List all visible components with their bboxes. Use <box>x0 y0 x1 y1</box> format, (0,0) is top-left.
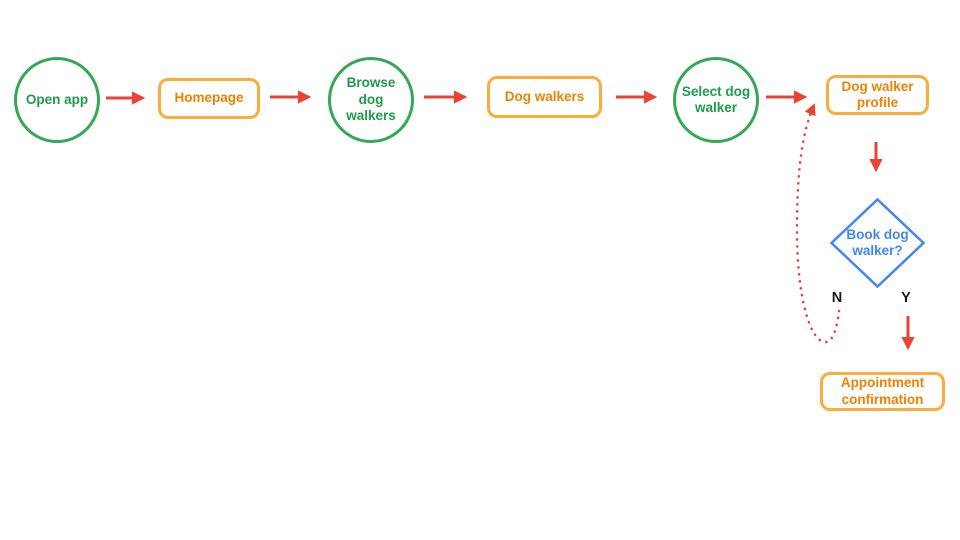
node-appointment-confirmation: Appointment confirmation <box>820 372 945 411</box>
node-dog-walkers: Dog walkers <box>487 76 602 118</box>
node-dog-walkers-label: Dog walkers <box>504 88 585 104</box>
branch-label-no: N <box>831 290 843 306</box>
node-homepage-label: Homepage <box>174 90 244 106</box>
decision-diamond-shape <box>829 197 926 289</box>
decision-label: Book dog walker? <box>846 226 909 258</box>
arrow-no-back-to-profile <box>795 103 841 344</box>
branch-label-yes: Y <box>901 290 911 306</box>
node-open-app: Open app <box>14 57 100 143</box>
node-select-dog-walker-label: Select dog walker <box>681 83 751 115</box>
node-homepage: Homepage <box>158 78 260 119</box>
node-browse-dog-walkers: Browse dog walkers <box>328 57 414 143</box>
node-dog-walker-profile: Dog walker profile <box>826 75 929 115</box>
node-book-dog-walker-decision: Book dog walker? <box>831 223 924 263</box>
node-appointment-confirmation-label: Appointment confirmation <box>840 375 925 407</box>
node-open-app-label: Open app <box>25 91 89 107</box>
node-select-dog-walker: Select dog walker <box>673 57 759 143</box>
node-browse-dog-walkers-label: Browse dog walkers <box>346 75 396 124</box>
node-dog-walker-profile-label: Dog walker profile <box>841 78 914 110</box>
